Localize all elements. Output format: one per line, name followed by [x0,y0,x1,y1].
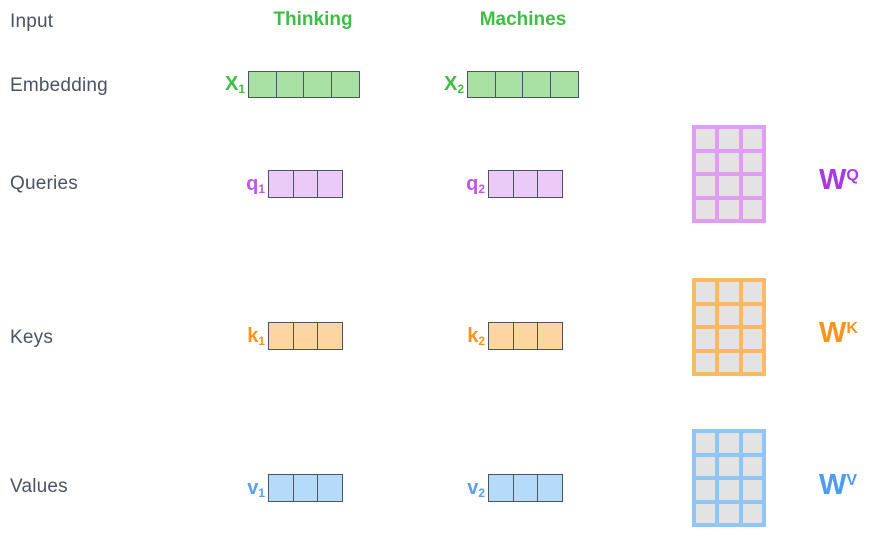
row-label-input: Input [10,11,54,32]
cell [268,170,294,198]
cell [742,305,762,325]
cell [537,322,563,350]
matrix-label-wq: WQ [819,164,859,196]
vector-label-k1: k1 [247,324,265,348]
cell [719,329,739,349]
vector-label-k2: k2 [467,324,485,348]
row-label-embedding: Embedding [10,75,108,96]
cell [696,199,716,219]
cell [303,71,332,98]
word-thinking: Thinking [273,9,353,30]
vector-label-x1: X1 [224,73,245,96]
cell [742,433,762,453]
weight-matrix-wq [692,125,766,223]
cell [719,352,739,372]
word-machines: Machines [479,9,567,30]
cell [719,152,739,172]
row-label-values: Values [10,476,68,497]
cell [742,329,762,349]
query-vector-q1: q1 [239,170,343,198]
cell [512,474,539,502]
cell [719,282,739,302]
weight-matrix-wv [692,429,766,527]
cell [696,352,716,372]
vector-label-q1: q1 [246,172,265,196]
cell [268,474,294,502]
cell [742,456,762,476]
row-label-queries: Queries [10,173,78,194]
cell [494,71,524,98]
cell [719,305,739,325]
vector-cells-v1 [268,474,343,502]
key-vector-k2: k2 [459,322,563,350]
vector-label-v1: v1 [247,476,265,500]
row-label-keys: Keys [10,327,54,348]
vector-label-x2: X2 [443,73,464,96]
cell [275,71,305,98]
cell [719,503,739,523]
vector-cells-x1 [248,71,360,98]
cell [696,282,716,302]
cell [537,474,563,502]
cell [742,129,762,149]
cell [317,474,343,502]
key-vector-k1: k1 [239,322,343,350]
vector-cells-v2 [488,474,563,502]
cell [696,129,716,149]
cell [248,71,277,98]
cell [696,433,716,453]
cell [317,170,343,198]
cell [488,322,514,350]
cell [696,503,716,523]
cell [742,176,762,196]
value-vector-v2: v2 [459,474,563,502]
value-vector-v1: v1 [239,474,343,502]
cell [719,129,739,149]
cell [742,152,762,172]
cell [742,480,762,500]
vector-label-v2: v2 [467,476,485,500]
cell [330,71,360,98]
cell [317,322,343,350]
weight-matrix-wk [692,278,766,376]
cell [742,352,762,372]
cell [696,329,716,349]
cell [696,305,716,325]
cell [742,199,762,219]
cell [512,170,539,198]
query-vector-q2: q2 [459,170,563,198]
matrix-label-wv: WV [819,469,858,501]
vector-cells-k1 [268,322,343,350]
cell [696,152,716,172]
cell [537,170,563,198]
embedding-vector-x2: X2 [438,71,579,98]
vector-cells-q1 [268,170,343,198]
cell [696,456,716,476]
cell [292,322,319,350]
cell [488,474,514,502]
vector-label-q2: q2 [466,172,485,196]
vector-cells-k2 [488,322,563,350]
cell [268,322,294,350]
cell [719,456,739,476]
cell [549,71,579,98]
cell [467,71,496,98]
cell [292,170,319,198]
cell [696,480,716,500]
cell [719,480,739,500]
cell [292,474,319,502]
cell [522,71,551,98]
embedding-vector-x1: X1 [219,71,360,98]
cell [742,503,762,523]
cell [696,176,716,196]
cell [719,199,739,219]
cell [719,176,739,196]
vector-cells-q2 [488,170,563,198]
vector-cells-x2 [467,71,579,98]
cell [488,170,514,198]
cell [742,282,762,302]
cell [719,433,739,453]
matrix-label-wk: WK [819,317,858,349]
cell [512,322,539,350]
